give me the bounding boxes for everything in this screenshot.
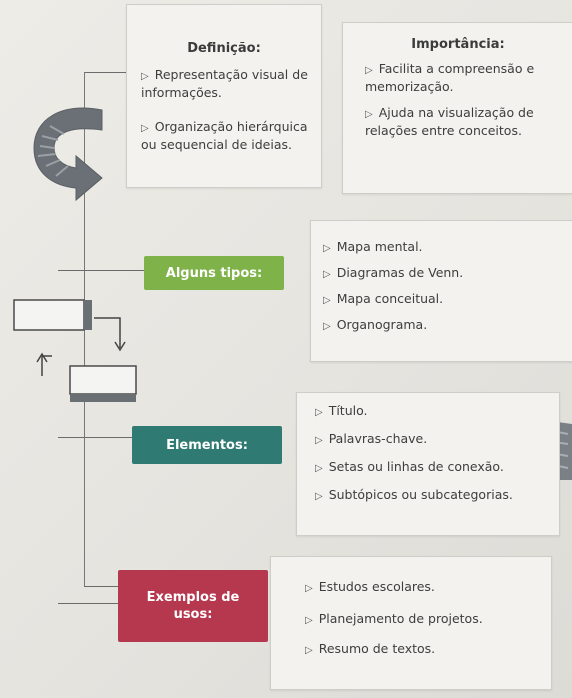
triangle-bullet-icon: ▷ (305, 645, 313, 656)
elementos-item-1: ▷Título. (315, 403, 368, 421)
connector-bottom-curve (84, 586, 118, 587)
definicao-box: Definição: ▷Representação visual de info… (126, 4, 322, 188)
triangle-bullet-icon: ▷ (141, 71, 149, 82)
exemplos-item-2: ▷Planejamento de projetos. (305, 611, 483, 629)
connector-top (84, 72, 126, 73)
connector-tipos (58, 270, 144, 271)
tipos-label: Alguns tipos: (144, 256, 284, 290)
tipos-item-3: ▷Mapa conceitual. (323, 291, 443, 309)
elementos-item-2: ▷Palavras-chave. (315, 431, 427, 449)
triangle-bullet-icon: ▷ (323, 295, 331, 306)
tipos-item-1: ▷Mapa mental. (323, 239, 423, 257)
tipos-box: ▷Mapa mental. ▷Diagramas de Venn. ▷Mapa … (310, 220, 572, 362)
triangle-bullet-icon: ▷ (323, 269, 331, 280)
exemplos-item-1: ▷Estudos escolares. (305, 579, 435, 597)
connector-exemplos (58, 603, 118, 604)
triangle-bullet-icon: ▷ (141, 123, 149, 134)
definicao-item-2: ▷Organização hierárquica ou sequencial d… (141, 119, 308, 152)
tipos-item-4: ▷Organograma. (323, 317, 427, 335)
elementos-label: Elementos: (132, 426, 282, 464)
importancia-box: Importância: ▷Facilita a compreensão e m… (342, 22, 572, 194)
triangle-bullet-icon: ▷ (305, 615, 313, 626)
triangle-bullet-icon: ▷ (315, 491, 323, 502)
triangle-bullet-icon: ▷ (323, 243, 331, 254)
importancia-item-1: ▷Facilita a compreensão e memorização. (365, 61, 535, 94)
exemplos-item-3: ▷Resumo de textos. (305, 641, 435, 659)
connector-elementos (58, 437, 134, 438)
definicao-item-1: ▷Representação visual de informações. (141, 67, 308, 100)
triangle-bullet-icon: ▷ (315, 435, 323, 446)
tipos-item-2: ▷Diagramas de Venn. (323, 265, 463, 283)
exemplos-label: Exemplos de usos: (118, 570, 268, 642)
definicao-title: Definição: (187, 41, 261, 56)
elementos-item-3: ▷Setas ou linhas de conexão. (315, 459, 504, 477)
triangle-bullet-icon: ▷ (365, 65, 373, 76)
triangle-bullet-icon: ▷ (365, 109, 373, 120)
triangle-bullet-icon: ▷ (315, 463, 323, 474)
triangle-bullet-icon: ▷ (315, 407, 323, 418)
importancia-item-2: ▷Ajuda na visualização de relações entre… (365, 105, 534, 138)
exemplos-box: ▷Estudos escolares. ▷Planejamento de pro… (270, 556, 552, 690)
elementos-box: ▷Título. ▷Palavras-chave. ▷Setas ou linh… (296, 392, 560, 536)
flowchart-icon (13, 299, 137, 402)
importancia-title: Importância: (411, 37, 505, 52)
curved-arrow-icon (33, 107, 103, 202)
triangle-bullet-icon: ▷ (305, 583, 313, 594)
elementos-item-4: ▷Subtópicos ou subcategorias. (315, 487, 513, 505)
triangle-bullet-icon: ▷ (323, 321, 331, 332)
